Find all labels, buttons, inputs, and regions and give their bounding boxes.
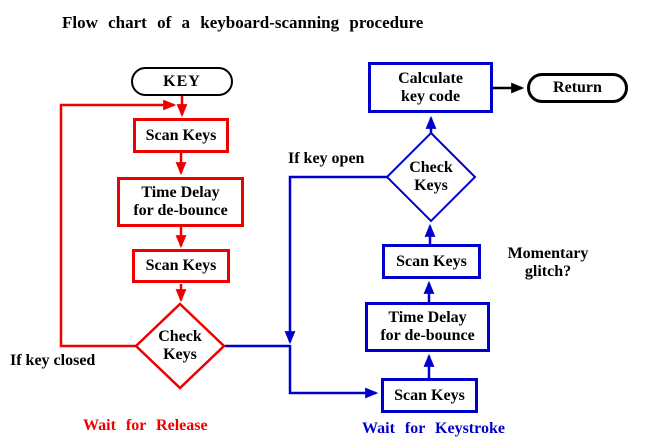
scan-keys-box-4: Scan Keys (381, 378, 478, 413)
if-key-closed-label: If key closed (10, 352, 96, 369)
diagram-title: Flow chart of a keyboard-scanning proced… (62, 13, 424, 32)
check-keys-diamond-red (134, 302, 226, 390)
check-keys-2-line2: Keys (414, 177, 448, 194)
time-delay-1-line2: for de-bounce (133, 202, 228, 219)
check-keys-diamond-blue (385, 131, 477, 223)
time-delay-2-line1: Time Delay (388, 309, 467, 327)
time-delay-box-1: Time Delay for de-bounce (117, 177, 244, 227)
wait-for-keystroke-label: Wait for Keystroke (362, 420, 505, 437)
scan-keys-box-1: Scan Keys (133, 118, 229, 153)
scan-keys-box-3: Scan Keys (382, 244, 481, 279)
scan-keys-3-label: Scan Keys (396, 252, 467, 270)
momentary-line2: glitch? (524, 262, 572, 280)
scan-keys-4-label: Scan Keys (394, 386, 465, 404)
time-delay-box-2: Time Delay for de-bounce (365, 302, 490, 352)
return-terminal: Return (527, 73, 628, 103)
arrow-junction-to-scan4 (288, 345, 379, 399)
check-keys-1-line2: Keys (163, 346, 197, 363)
calculate-key-code-box: Calculate key code (368, 62, 493, 113)
key-terminal: KEY (131, 67, 233, 96)
wait-for-release-label: Wait for Release (83, 417, 208, 434)
line-if-key-open-down (284, 175, 387, 345)
time-delay-1-line1: Time Delay (141, 184, 220, 202)
check-keys-1-line1: Check (158, 328, 202, 346)
check-keys-text-blue: Check Keys (387, 153, 475, 201)
scan-keys-box-2: Scan Keys (132, 249, 230, 283)
check-keys-2-line1: Check (409, 159, 453, 177)
if-key-open-label: If key open (288, 150, 365, 167)
scan-keys-1-label: Scan Keys (145, 126, 217, 144)
return-label: Return (553, 79, 602, 97)
calculate-line2: key code (400, 87, 461, 105)
calculate-line1: Calculate (398, 69, 463, 87)
loop-if-key-closed (59, 99, 177, 348)
check-keys-text-red: Check Keys (136, 322, 224, 370)
momentary-glitch-label: Momentary glitch? (494, 245, 602, 280)
scan-keys-2-label: Scan Keys (145, 257, 217, 275)
momentary-line1: Momentary (507, 245, 589, 262)
key-label: KEY (163, 72, 201, 90)
time-delay-2-line2: for de-bounce (380, 327, 475, 344)
